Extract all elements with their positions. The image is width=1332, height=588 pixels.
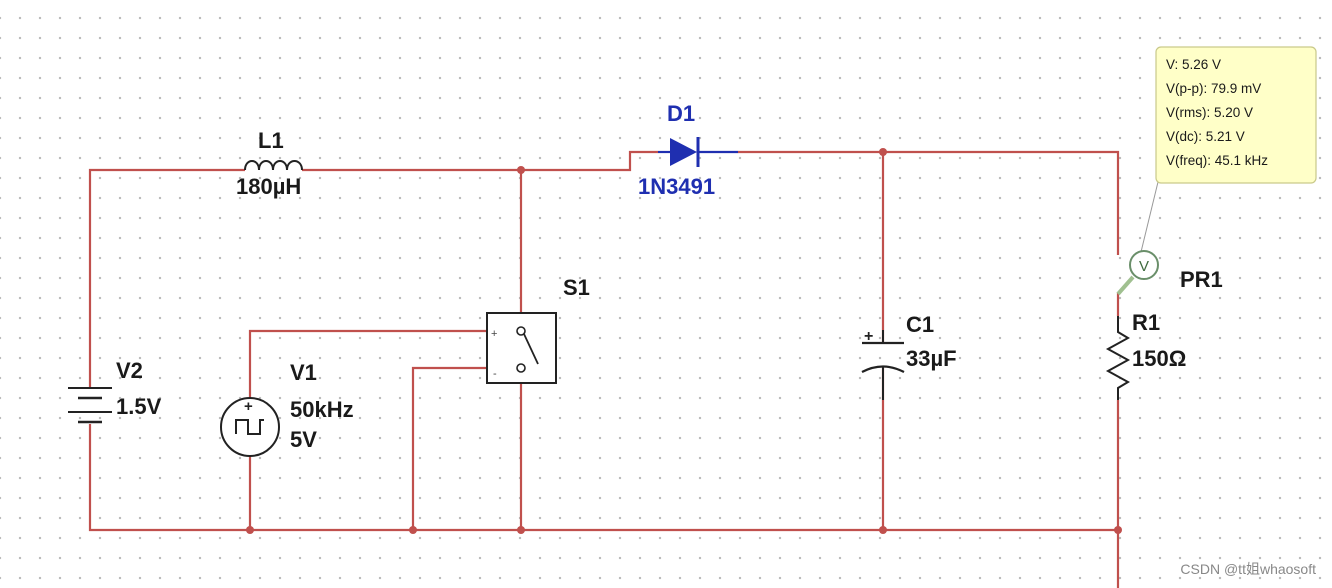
diode-ref-label: D1 <box>667 101 695 126</box>
pulse-source-amplitude-label: 5V <box>290 427 317 452</box>
probe-lead <box>1116 275 1135 296</box>
junction-dot <box>409 526 417 534</box>
junction-dot <box>517 166 525 174</box>
battery-v2[interactable]: V2 1.5V <box>68 358 162 424</box>
wire-diode-to-right <box>738 150 1120 255</box>
diode-d1[interactable]: D1 1N3491 <box>638 101 738 199</box>
probe-readout-vpp: V(p-p): 79.9 mV <box>1166 81 1261 96</box>
switch-contact-bottom <box>516 363 526 373</box>
resistor-r1[interactable]: R1 150Ω <box>1105 310 1186 400</box>
switch-contact-top <box>516 326 526 336</box>
switch-plus-mark: + <box>491 328 497 340</box>
wire-pulse-to-switch-plus <box>248 329 487 398</box>
junctions <box>246 148 1122 534</box>
pulse-source-plus-mark: + <box>244 398 253 415</box>
switch-minus-mark: - <box>493 368 497 380</box>
battery-value-label: 1.5V <box>116 394 162 419</box>
junction-dot <box>879 148 887 156</box>
inductor-value-label: 180µH <box>236 174 301 199</box>
probe-readout-voltage: V: 5.26 V <box>1166 57 1221 72</box>
junction-dot <box>879 526 887 534</box>
probe-ref-label: PR1 <box>1180 267 1223 292</box>
junction-dot <box>246 526 254 534</box>
wire-switch-minus <box>411 366 487 530</box>
switch-blade <box>523 333 539 365</box>
pulse-source-frequency-label: 50kHz <box>290 397 354 422</box>
probe-voltmeter-icon <box>1129 250 1159 280</box>
resistor-zigzag-icon <box>1105 316 1131 400</box>
wire-inductor-to-node <box>302 150 658 172</box>
probe-readout-leader <box>1140 181 1159 253</box>
probe-readout-frequency: V(freq): 45.1 kHz <box>1166 153 1268 168</box>
probe-readout-box: V: 5.26 V V(p-p): 79.9 mV V(rms): 5.20 V… <box>1155 46 1317 184</box>
switch-s1[interactable]: + - S1 <box>486 275 590 384</box>
battery-ref-label: V2 <box>116 358 143 383</box>
pulse-source-ref-label: V1 <box>290 360 317 385</box>
capacitor-plus-mark: + <box>864 328 873 345</box>
diode-triangle-icon <box>670 138 697 166</box>
capacitor-c1[interactable]: + C1 33µF <box>861 312 957 400</box>
inductor-coil-icon <box>244 160 303 171</box>
junction-dot <box>1114 526 1122 534</box>
pulse-source-v1[interactable]: + V1 50kHz 5V <box>220 360 354 457</box>
pulse-source-body <box>220 397 280 457</box>
resistor-value-label: 150Ω <box>1132 346 1186 371</box>
diode-model-label: 1N3491 <box>638 174 715 199</box>
probe-symbol: V <box>1139 258 1149 275</box>
probe-readout-vrms: V(rms): 5.20 V <box>1166 105 1253 120</box>
wires <box>88 150 1120 588</box>
probe-pr1[interactable]: V PR1 <box>1116 181 1223 296</box>
capacitor-ref-label: C1 <box>906 312 934 337</box>
wire-left-top <box>88 168 245 388</box>
wire-left-bottom <box>88 424 1118 532</box>
capacitor-value-label: 33µF <box>906 346 957 371</box>
probe-readout-vdc: V(dc): 5.21 V <box>1166 129 1245 144</box>
inductor-l1[interactable]: L1 180µH <box>236 128 303 199</box>
inductor-ref-label: L1 <box>258 128 284 153</box>
square-wave-icon <box>235 419 264 435</box>
junction-dot <box>517 526 525 534</box>
watermark-text: CSDN @tt姐whaosoft <box>1180 561 1316 577</box>
resistor-ref-label: R1 <box>1132 310 1160 335</box>
switch-ref-label: S1 <box>563 275 590 300</box>
